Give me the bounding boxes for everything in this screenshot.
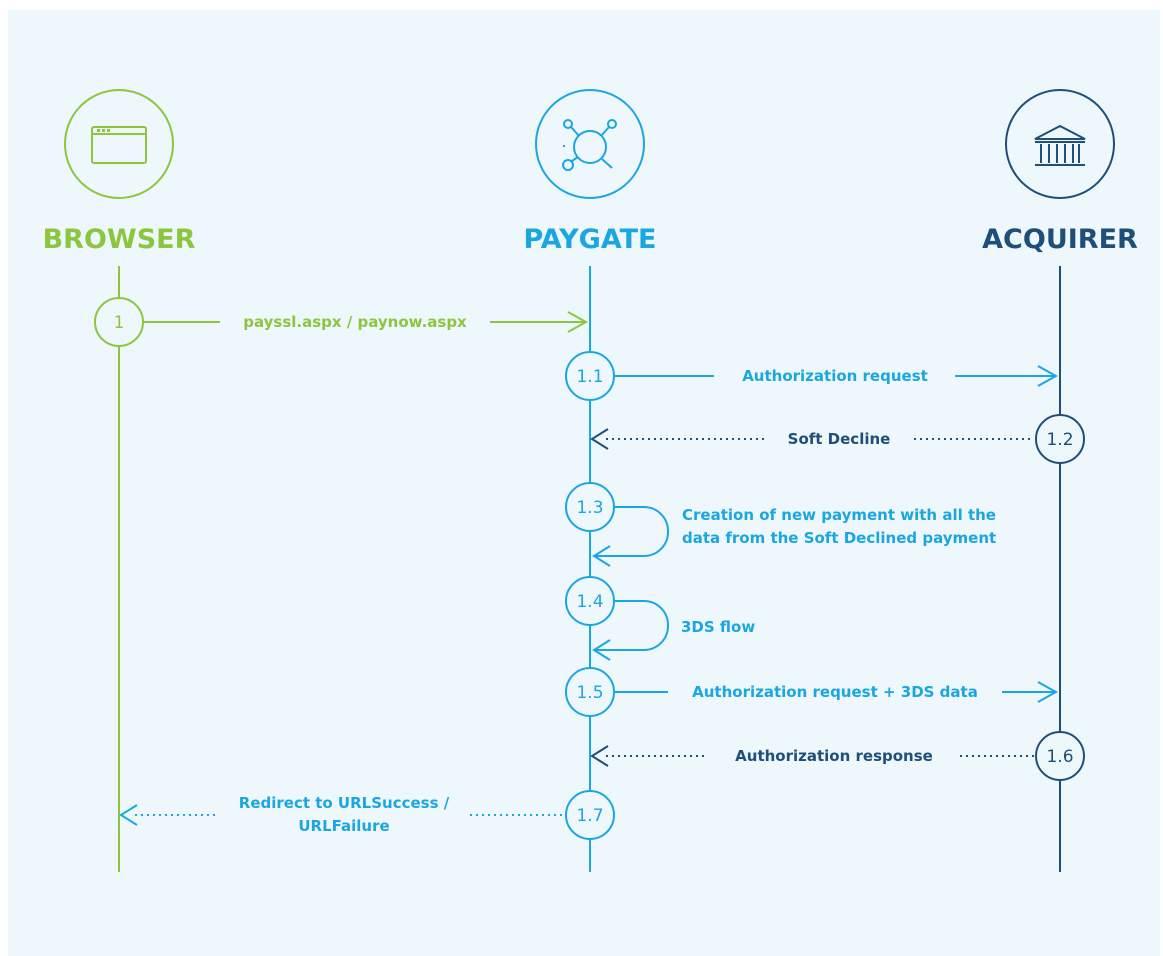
step-1-label: payssl.aspx / paynow.aspx — [243, 313, 467, 331]
step-1-1: 1.1 Authorization request — [565, 351, 1059, 401]
step-1-4-number: 1.4 — [576, 592, 603, 612]
step-1-1-number: 1.1 — [576, 367, 603, 387]
sequence-diagram: BROWSER PAYGATE ACQUIRER 1 payssl.aspx /… — [8, 10, 1160, 956]
step-1: 1 payssl.aspx / paynow.aspx — [94, 297, 589, 347]
acquirer-actor-icon — [1005, 89, 1115, 199]
paygate-title: PAYGATE — [524, 224, 657, 255]
step-1-6: 1.6 Authorization response — [590, 731, 1085, 781]
step-1-7: 1.7 Redirect to URLSuccess / URLFailure — [119, 790, 615, 840]
step-1-7-number: 1.7 — [576, 806, 603, 826]
acquirer-title: ACQUIRER — [982, 224, 1138, 255]
paygate-actor-icon — [535, 89, 645, 199]
step-1-5: 1.5 Authorization request + 3DS data — [565, 667, 1059, 717]
step-1-5-number: 1.5 — [576, 683, 603, 703]
step-1-1-label: Authorization request — [742, 367, 928, 385]
browser-actor-icon — [64, 89, 174, 199]
step-1-3-label-line2: data from the Soft Declined payment — [682, 529, 996, 547]
diagram-canvas: BROWSER PAYGATE ACQUIRER 1 payssl.aspx /… — [43, 89, 1138, 872]
step-1-4-label: 3DS flow — [681, 618, 755, 636]
step-1-5-label: Authorization request + 3DS data — [692, 683, 978, 701]
step-1-6-number: 1.6 — [1046, 747, 1073, 767]
browser-title: BROWSER — [43, 224, 196, 255]
step-1-3: 1.3 Creation of new payment with all the… — [565, 482, 996, 567]
step-1-2: 1.2 Soft Decline — [590, 414, 1085, 464]
step-1-7-label-line1: Redirect to URLSuccess / — [239, 794, 450, 812]
step-1-4: 1.4 3DS flow — [565, 576, 755, 661]
step-1-3-label-line1: Creation of new payment with all the — [682, 506, 996, 524]
step-1-2-number: 1.2 — [1046, 430, 1073, 450]
step-1-6-label: Authorization response — [735, 747, 933, 765]
step-1-number: 1 — [114, 313, 125, 333]
step-1-7-label-line2: URLFailure — [298, 817, 389, 835]
step-1-2-label: Soft Decline — [788, 430, 891, 448]
step-1-3-number: 1.3 — [576, 498, 603, 518]
